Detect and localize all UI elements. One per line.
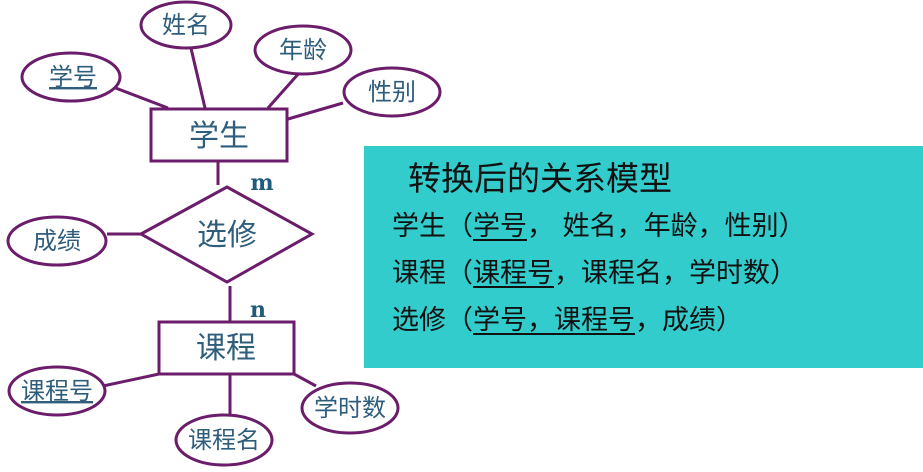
relation-student-key: 学号 xyxy=(473,211,527,242)
line-hours xyxy=(293,372,317,388)
cardinality-m: m xyxy=(250,170,273,196)
relation-select-rest: ，成绩） xyxy=(635,305,743,336)
relational-model-title: 转换后的关系模型 xyxy=(408,159,672,198)
relation-course-open: （ xyxy=(446,258,473,289)
cardinality-n: n xyxy=(250,297,266,323)
attribute-course-id: 课程号 xyxy=(21,377,93,405)
attribute-course-id-ellipse xyxy=(7,365,107,417)
entity-student-box xyxy=(149,107,289,163)
line-gender xyxy=(287,101,344,121)
relationship-diamond xyxy=(137,185,316,284)
attribute-gender: 性别 xyxy=(368,78,416,106)
attribute-grade: 成绩 xyxy=(33,227,81,255)
relation-course: 课程（课程号，课程名，学时数） xyxy=(392,251,797,290)
attribute-age-ellipse xyxy=(253,24,353,76)
line-course-id xyxy=(102,372,160,388)
relation-select: 选修（学号，课程号，成绩） xyxy=(392,298,743,337)
attribute-name-ellipse xyxy=(139,0,233,50)
relation-select-name: 选修 xyxy=(392,305,446,336)
relation-student-rest: ， 姓名，年龄，性别） xyxy=(527,211,806,242)
attribute-hours-ellipse xyxy=(300,381,400,435)
relation-student: 学生（学号， 姓名，年龄，性别） xyxy=(392,204,806,243)
relationship-select: 选修 xyxy=(197,218,257,253)
attribute-grade-ellipse xyxy=(6,215,108,267)
connector-lines xyxy=(102,43,344,414)
relation-student-open: （ xyxy=(446,211,473,242)
attribute-name: 姓名 xyxy=(162,11,210,39)
attribute-student-id: 学号 xyxy=(49,63,97,91)
relation-select-open: （ xyxy=(446,305,473,336)
shapes xyxy=(6,0,442,467)
relation-select-key: 学号，课程号 xyxy=(473,305,635,336)
relation-course-rest: ，课程名，学时数） xyxy=(554,258,797,289)
entity-course-box xyxy=(157,320,296,376)
attribute-age: 年龄 xyxy=(279,36,327,64)
attribute-hours: 学时数 xyxy=(314,394,386,422)
line-student-id xyxy=(112,85,169,110)
entity-course: 课程 xyxy=(196,331,256,366)
attribute-student-id-ellipse xyxy=(20,51,122,103)
attribute-gender-ellipse xyxy=(342,66,442,118)
relation-course-name: 课程 xyxy=(392,258,446,289)
relation-student-name: 学生 xyxy=(392,211,446,242)
attribute-course-name-ellipse xyxy=(174,413,274,467)
attribute-course-name: 课程名 xyxy=(188,426,260,454)
relational-model-panel: 转换后的关系模型 学生（学号， 姓名，年龄，性别） 课程（课程号，课程名，学时数… xyxy=(364,146,923,368)
line-name xyxy=(188,43,207,109)
line-age xyxy=(266,71,302,109)
entity-student: 学生 xyxy=(189,119,249,154)
relation-course-key: 课程号 xyxy=(473,258,554,289)
